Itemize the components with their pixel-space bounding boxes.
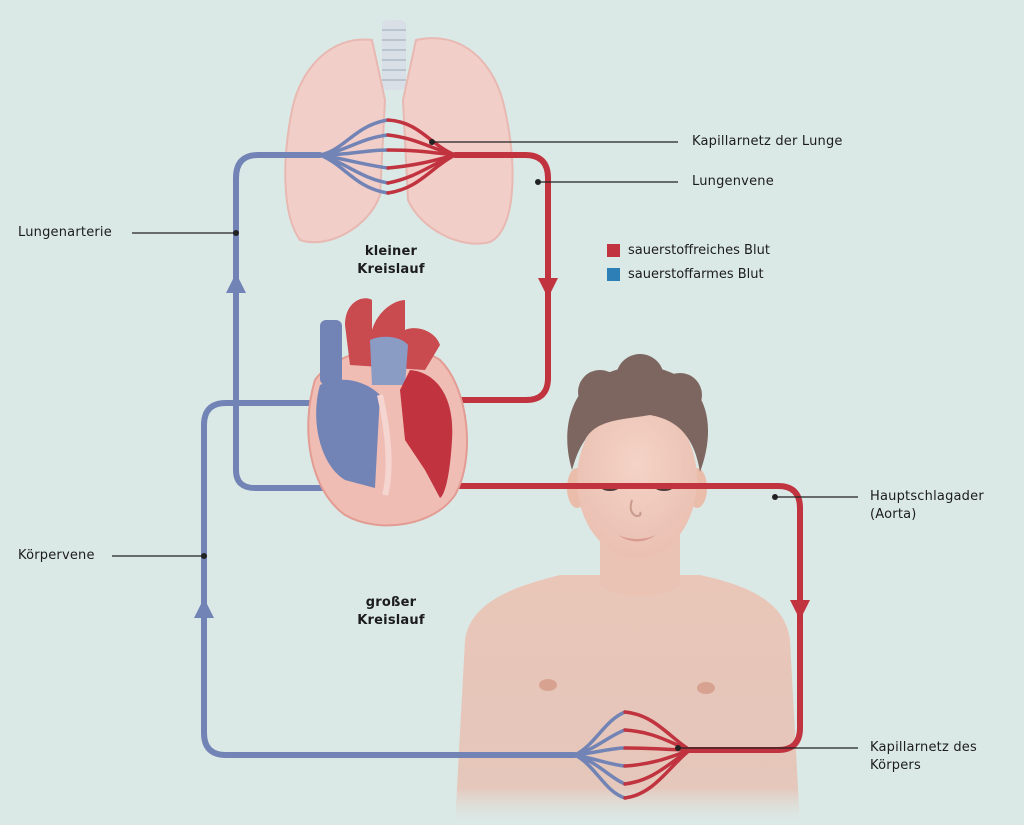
body-vein-path — [201, 400, 578, 758]
legend-oxygen-rich-label: sauerstoffreiches Blut — [628, 243, 770, 258]
leader-lines — [112, 141, 858, 749]
legend-swatch-blue — [607, 268, 620, 281]
pulmonary-artery-path — [233, 152, 378, 491]
label-aorta: Hauptschlagader (Aorta) — [870, 488, 984, 523]
body-capillary-network — [573, 710, 692, 800]
label-body-capillary-line1: Kapillarnetz des — [870, 740, 977, 755]
heart — [307, 298, 468, 527]
label-aorta-line1: Hauptschlagader — [870, 489, 984, 504]
label-body-capillary: Kapillarnetz des Körpers — [870, 739, 977, 774]
label-aorta-line2: (Aorta) — [870, 506, 917, 522]
label-small-circuit: kleiner Kreislauf — [346, 243, 436, 278]
label-large-circuit: großer Kreislauf — [346, 594, 436, 629]
label-small-circuit-line1: kleiner — [364, 244, 418, 259]
flow-arrows — [194, 273, 810, 620]
label-lung-capillary: Kapillarnetz der Lunge — [692, 134, 843, 149]
label-large-circuit-line1: großer — [365, 595, 417, 610]
legend-oxygen-rich: sauerstoffreiches Blut — [607, 243, 770, 258]
label-lung-artery: Lungenarterie — [18, 225, 112, 240]
lung-capillary-network — [318, 118, 457, 195]
legend-swatch-red — [607, 244, 620, 257]
label-lung-vein: Lungenvene — [692, 174, 774, 189]
label-body-vein: Körpervene — [18, 548, 95, 563]
label-large-circuit-line2: Kreislauf — [357, 612, 425, 628]
human-figure — [455, 354, 800, 825]
lungs — [284, 20, 514, 245]
label-small-circuit-line2: Kreislauf — [357, 261, 425, 277]
legend-oxygen-poor-label: sauerstoffarmes Blut — [628, 267, 764, 282]
label-body-capillary-line2: Körpers — [870, 757, 921, 773]
legend-oxygen-poor: sauerstoffarmes Blut — [607, 267, 764, 282]
